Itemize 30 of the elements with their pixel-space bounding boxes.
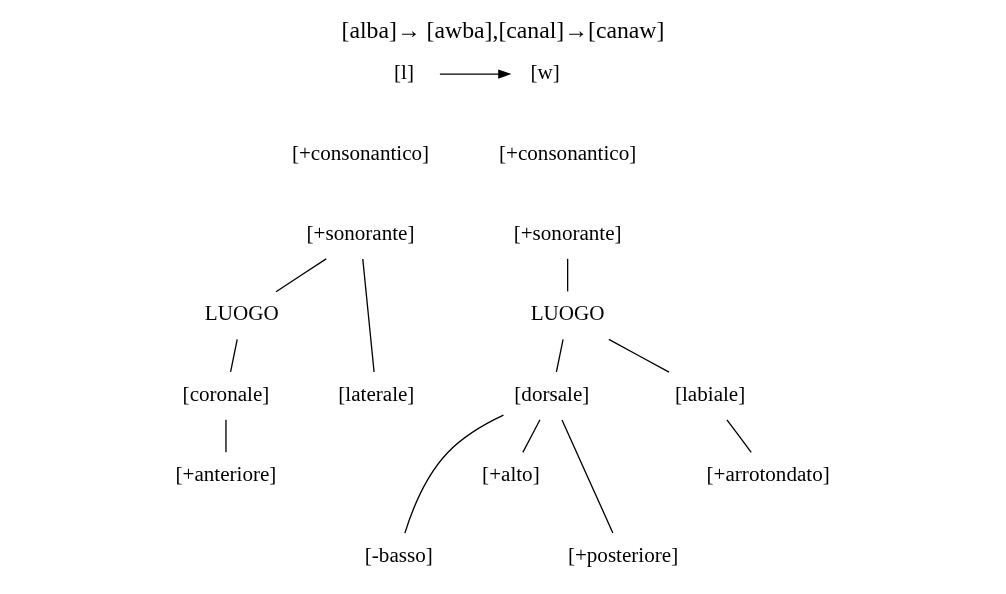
node-text: [+sonorante] [306, 221, 415, 246]
node-text: [+arrotondato] [706, 462, 830, 487]
connector [726, 419, 752, 454]
node-text: LUOGO [530, 301, 605, 326]
node-text: [+alto] [482, 462, 540, 487]
connector [555, 338, 564, 373]
connector [522, 419, 541, 454]
node-text: [labiale] [674, 381, 746, 406]
connector [561, 419, 614, 534]
connector [567, 258, 569, 293]
node-text: LUOGO [204, 301, 279, 326]
node-text: [laterale] [338, 381, 415, 406]
connector [608, 338, 670, 373]
node-text: [+consonantico] [291, 140, 430, 165]
node-text: [-basso] [364, 542, 433, 567]
node-text: [+posteriore] [567, 542, 679, 567]
node-text: [l] [394, 60, 415, 85]
node-text: [coronale] [182, 381, 270, 406]
node-text: [+consonantico] [499, 140, 637, 165]
arrow [439, 69, 512, 79]
node-text: [dorsale] [514, 381, 590, 406]
connector [229, 338, 238, 373]
connector [225, 419, 227, 454]
node-text: [+anteriore] [175, 462, 277, 487]
node-text: [w] [530, 60, 560, 85]
diagram-title: [alba]→ [awba],[canal]→[canaw] [341, 16, 665, 43]
connector [404, 414, 505, 534]
connector [362, 258, 375, 373]
node-text: [+sonorante] [513, 221, 622, 246]
connector [275, 258, 327, 293]
